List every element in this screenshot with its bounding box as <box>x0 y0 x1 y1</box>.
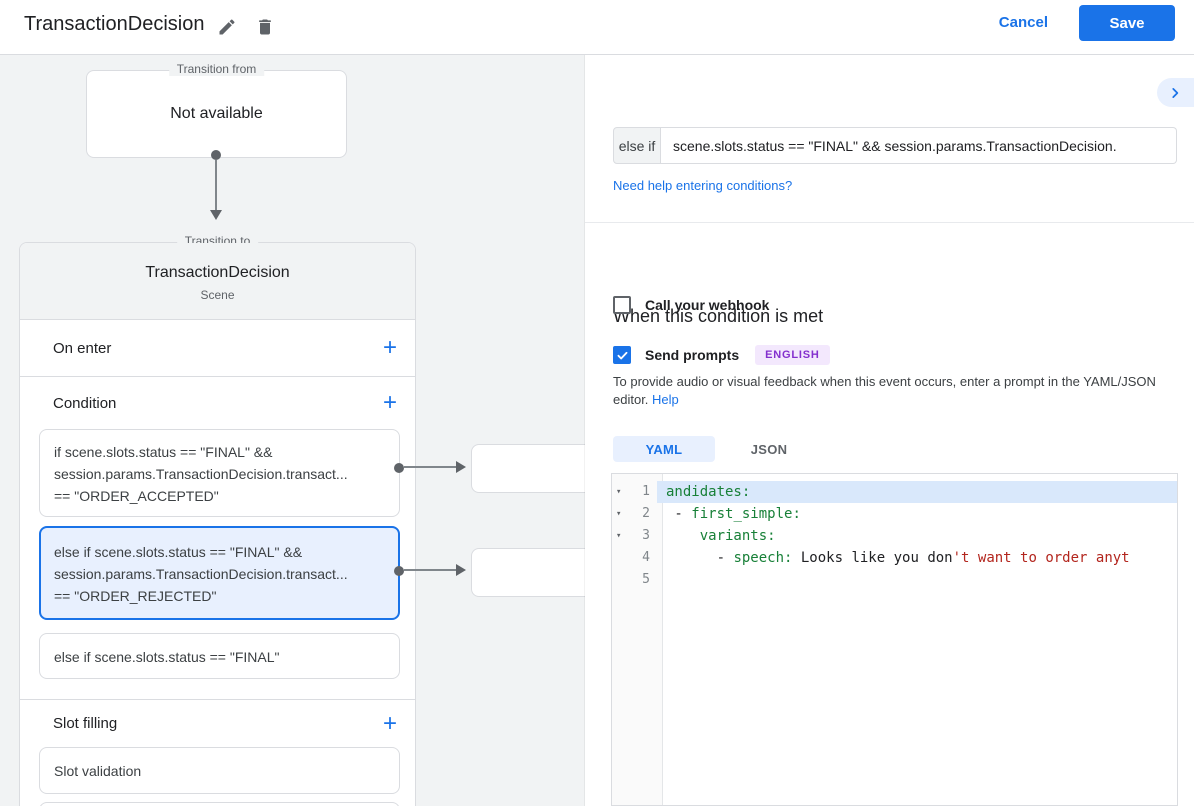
slot-validation-label: Slot validation <box>54 762 142 779</box>
arrow-down-icon <box>210 210 222 220</box>
add-on-enter-button[interactable]: + <box>382 334 397 361</box>
code-line <box>657 569 1177 591</box>
call-webhook-row: Call your webhook <box>613 296 769 314</box>
fold-arrow-icon[interactable]: ▾ <box>616 509 622 519</box>
condition-text-line: == "ORDER_REJECTED" <box>54 588 217 604</box>
condition-text-line: else if scene.slots.status == "FINAL" && <box>54 544 303 560</box>
code-line: - first_simple: <box>666 506 801 522</box>
prompts-description: To provide audio or visual feedback when… <box>613 373 1173 409</box>
line-number: 4 <box>642 550 650 565</box>
fold-arrow-icon[interactable]: ▾ <box>616 531 622 541</box>
language-badge: ENGLISH <box>755 345 830 365</box>
on-enter-section: On enter + <box>20 320 415 377</box>
editor-line: 4 - speech: Looks like you don't want to… <box>612 547 1177 569</box>
scene-card-partial-item[interactable] <box>39 802 400 806</box>
fold-arrow-icon[interactable]: ▾ <box>616 487 622 497</box>
send-prompts-checkbox[interactable] <box>613 346 631 364</box>
condition-text-line: session.params.TransactionDecision.trans… <box>54 566 348 582</box>
call-webhook-checkbox[interactable] <box>613 296 631 314</box>
arrow-right-icon <box>456 564 466 576</box>
editor-lines: ▾ 1 andidates: ▾ 2 - first_simple: ▾ 3 variant… <box>612 481 1177 591</box>
fold-spacer <box>612 569 627 591</box>
save-button[interactable]: Save <box>1079 5 1175 41</box>
chevron-right-icon <box>1172 87 1179 98</box>
line-number: 1 <box>642 484 650 499</box>
edit-scene-button[interactable] <box>214 14 240 40</box>
condition-text-line: session.params.TransactionDecision.trans… <box>54 466 348 482</box>
slot-filling-label: Slot filling <box>53 715 118 732</box>
delete-scene-button[interactable] <box>252 14 278 40</box>
line-number: 2 <box>642 506 650 521</box>
line-number: 5 <box>642 572 650 587</box>
pencil-icon <box>219 19 235 35</box>
scene-type-label: Scene <box>200 288 235 302</box>
editor-line: ▾ 1 andidates: <box>612 481 1177 503</box>
trash-icon <box>259 19 271 35</box>
page-title: TransactionDecision <box>24 13 205 35</box>
send-prompts-row: Send prompts ENGLISH <box>613 345 830 365</box>
condition-expression-input[interactable] <box>661 127 1177 164</box>
editor-gutter <box>612 474 663 805</box>
transition-from-box[interactable]: Transition from Not available <box>86 62 347 158</box>
connector-dot[interactable] <box>394 463 404 473</box>
connector-dot[interactable] <box>211 150 221 160</box>
cancel-button[interactable]: Cancel <box>998 14 1048 31</box>
condition-help-link[interactable]: Need help entering conditions? <box>613 178 793 193</box>
condition-text-line: else if scene.slots.status == "FINAL" <box>54 649 280 665</box>
condition-detail-panel: Condition else if Need help entering con… <box>585 55 1194 806</box>
condition-text-line: == "ORDER_ACCEPTED" <box>54 488 219 504</box>
transition-from-legend: Transition from <box>168 62 265 76</box>
connector-line <box>404 569 456 571</box>
condition-section-label: Condition <box>53 394 117 412</box>
collapse-panel-button[interactable] <box>1157 78 1194 107</box>
connector-line <box>404 466 456 468</box>
panel-divider <box>585 222 1194 223</box>
arrow-right-icon <box>456 461 466 473</box>
when-condition-title: When this condition is met <box>613 306 824 326</box>
editor-format-tabs: YAML JSON <box>613 436 823 462</box>
slot-validation-card[interactable]: Slot validation <box>39 747 400 794</box>
condition-text-line: if scene.slots.status == "FINAL" && <box>54 444 273 460</box>
code-editor[interactable]: ▾ 1 andidates: ▾ 2 - first_simple: ▾ 3 variant… <box>611 473 1178 806</box>
send-prompts-label: Send prompts <box>645 347 740 363</box>
condition-operator-label: else if <box>613 127 661 164</box>
add-slot-button[interactable]: + <box>382 709 397 737</box>
help-link[interactable]: Help <box>652 392 679 407</box>
code-line: - speech: Looks like you don't want to o… <box>666 550 1130 566</box>
line-number: 3 <box>642 528 650 543</box>
add-condition-button[interactable]: + <box>382 389 397 416</box>
transition-target-box[interactable] <box>471 444 601 493</box>
transition-target-box[interactable] <box>471 548 601 597</box>
code-line: variants: <box>699 528 776 544</box>
top-bar: TransactionDecision Cancel Save <box>0 0 1194 55</box>
editor-line: ▾ 2 - first_simple: <box>612 503 1177 525</box>
on-enter-label: On enter <box>53 339 112 357</box>
condition-card-selected[interactable]: else if scene.slots.status == "FINAL" &&… <box>39 526 400 620</box>
scene-header[interactable]: TransactionDecision Scene <box>20 243 415 320</box>
condition-expression-row: else if <box>613 127 1177 164</box>
condition-card[interactable]: if scene.slots.status == "FINAL" && sessi… <box>39 429 400 517</box>
call-webhook-label: Call your webhook <box>645 297 770 313</box>
scene-name: TransactionDecision <box>145 264 290 281</box>
checkmark-icon <box>617 351 627 359</box>
editor-line: ▾ 3 variants: <box>612 525 1177 547</box>
tab-json[interactable]: JSON <box>750 441 788 457</box>
tab-yaml[interactable]: YAML <box>613 436 715 462</box>
editor-line: 5 <box>612 569 1177 591</box>
condition-card[interactable]: else if scene.slots.status == "FINAL" <box>39 633 400 679</box>
code-line: andidates: <box>657 481 1177 503</box>
fold-spacer <box>612 547 627 569</box>
condition-section-header: Condition + <box>20 377 415 429</box>
prompts-description-text: To provide audio or visual feedback when… <box>613 374 1156 407</box>
scene-card: Transition to TransactionDecision Scene … <box>19 234 416 806</box>
slot-filling-section-header: Slot filling + <box>20 699 415 747</box>
transition-from-value: Not available <box>170 105 263 122</box>
connector-dot[interactable] <box>394 566 404 576</box>
connector-line <box>215 160 217 210</box>
